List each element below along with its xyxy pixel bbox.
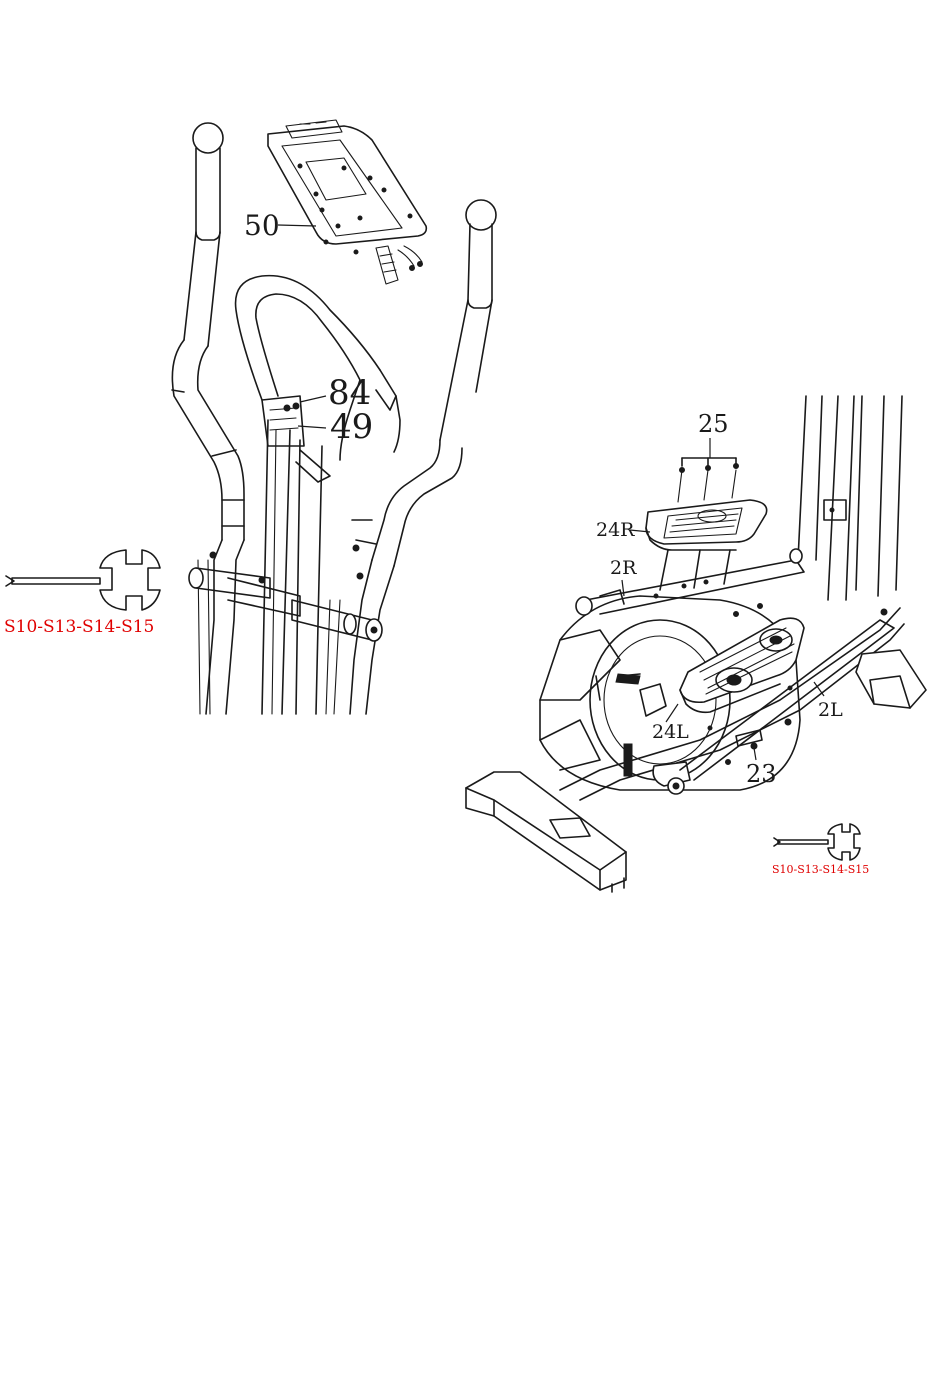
right-handle-arm <box>326 200 496 714</box>
callout-2R: 2R <box>610 557 637 579</box>
right-tool-icon: S10-S13-S14-S15 <box>772 824 869 876</box>
callout-49: 49 <box>330 407 373 447</box>
console-cable-connector <box>376 246 423 284</box>
right-axle <box>292 600 382 641</box>
screws-25 <box>678 458 739 502</box>
leader-84 <box>300 396 326 402</box>
left-axle <box>189 552 300 616</box>
callout-23: 23 <box>746 760 777 788</box>
tool-label-left: S10-S13-S14-S15 <box>4 617 154 637</box>
curved-handlebar <box>236 276 400 460</box>
center-mast <box>262 396 330 714</box>
left-assembly-figure: 50 84 49 S10-S13-S14-S15 <box>4 120 496 714</box>
upright-posts <box>798 396 902 600</box>
leader-50 <box>278 225 316 226</box>
callout-50: 50 <box>244 209 280 242</box>
callout-24L: 24L <box>652 721 689 743</box>
right-assembly-figure: 25 24R 2R 24L 2L 23 S10-S13-S14-S15 <box>466 396 926 892</box>
callout-2L: 2L <box>818 699 843 721</box>
tool-label-right: S10-S13-S14-S15 <box>772 863 869 876</box>
callout-24R: 24R <box>596 519 635 541</box>
left-tool-icon: S10-S13-S14-S15 <box>4 550 160 637</box>
left-handle-arm <box>172 123 244 714</box>
wrench-icon <box>6 550 160 610</box>
wrench-icon-small <box>774 824 860 860</box>
console-display <box>268 120 426 284</box>
callout-25: 25 <box>698 410 729 438</box>
